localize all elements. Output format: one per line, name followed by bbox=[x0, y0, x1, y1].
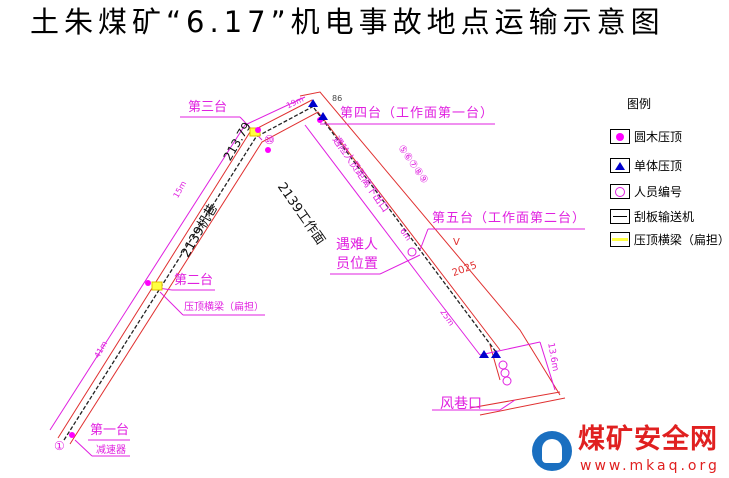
dimension-lines bbox=[49, 96, 585, 457]
beam-icon bbox=[610, 232, 630, 247]
legend-label: 单体压顶 bbox=[634, 159, 683, 173]
person-markers bbox=[407, 247, 512, 386]
page-title: 土朱煤矿“6.17”机电事故地点运输示意图 bbox=[30, 5, 665, 39]
blue-triangle-icon bbox=[610, 158, 630, 173]
legend-item: 圆木压顶 bbox=[610, 128, 682, 145]
label-reducer: 减速器 bbox=[96, 445, 126, 456]
helmet-logo-icon bbox=[532, 431, 572, 471]
label-air-entry: 风巷口 bbox=[440, 396, 482, 412]
roadway-outline bbox=[57, 91, 566, 445]
label-station2: 第二台 bbox=[174, 273, 214, 288]
label-station1: 第一台 bbox=[90, 423, 130, 438]
conveyor-icon bbox=[610, 209, 630, 224]
legend-item: 人员编号 bbox=[610, 183, 682, 200]
hydraulic-props bbox=[308, 99, 501, 358]
watermark-url: www.mkaq.org bbox=[580, 458, 720, 474]
label-victim-2: 员位置 bbox=[336, 256, 378, 272]
label-person1: ① bbox=[54, 439, 65, 453]
legend-label: 刮板输送机 bbox=[634, 210, 695, 224]
label-station3: 第三台 bbox=[188, 100, 228, 115]
legend-item: 单体压顶 bbox=[610, 157, 682, 174]
watermark-name: 煤矿安全网 bbox=[578, 424, 718, 455]
legend-label: 圆木压顶 bbox=[634, 130, 683, 144]
label-victim-1: 遇难人 bbox=[336, 237, 378, 253]
legend-item: 压顶横梁（扁担） bbox=[610, 231, 729, 248]
legend-label: 人员编号 bbox=[634, 185, 683, 199]
legend-title: 图例 bbox=[627, 97, 652, 111]
person-number-icon bbox=[610, 184, 630, 199]
label-d86: 86 bbox=[332, 94, 343, 103]
legend-item: 刮板输送机 bbox=[610, 208, 694, 225]
label-person10: ⑩ bbox=[264, 133, 275, 147]
legend-label: 压顶横梁（扁担） bbox=[633, 233, 729, 247]
conveyor bbox=[63, 105, 497, 441]
label-beam: 压顶横梁（扁担） bbox=[184, 302, 264, 313]
magenta-dot-icon bbox=[610, 129, 630, 144]
label-station5: 第五台（工作面第二台） bbox=[432, 211, 587, 226]
label-v: V bbox=[453, 237, 460, 248]
label-station4: 第四台（工作面第一台） bbox=[340, 106, 495, 121]
